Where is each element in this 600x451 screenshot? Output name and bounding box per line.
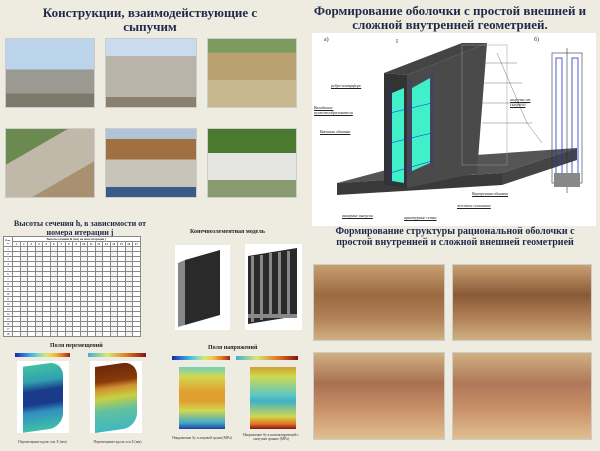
photo-slope-wall	[105, 128, 197, 198]
photo-model-3	[313, 352, 445, 440]
table-cell	[34, 331, 43, 337]
caption-displacement-x: Перемещение вдоль оси X (мм)	[18, 440, 67, 444]
table-cell	[49, 331, 58, 337]
table-row: 8	[3, 281, 141, 287]
bottom-right-title: Формирование структуры рациональной обол…	[335, 226, 575, 248]
photo-excavation	[207, 38, 297, 108]
table-cell	[124, 331, 133, 337]
table-title: Высоты сечения h, в зависимости от номер…	[13, 219, 147, 237]
label-b: б)	[534, 37, 540, 43]
table-row: 16	[3, 321, 141, 327]
stress-face-plot	[179, 367, 225, 429]
table-row: 4	[3, 261, 141, 267]
fe-model-plain	[175, 245, 230, 330]
label-load: нагрузка от сыпучего	[510, 97, 531, 107]
label-I: I	[396, 39, 398, 45]
label-anchors: анкерные выпуски	[342, 213, 373, 218]
left-title: Конструкции, взаимодействующие с сыпучим	[42, 5, 258, 35]
table-cell	[42, 331, 51, 337]
label-mesh: арматурные сетки	[404, 215, 437, 220]
label-base: жесткое основание	[457, 203, 491, 208]
table-cell	[94, 331, 103, 337]
table-cell	[79, 331, 88, 337]
label-inner-skin: Внутренняя обшивка	[472, 191, 509, 196]
photo-silos	[5, 38, 95, 108]
table-cell	[19, 331, 28, 337]
shell-diagram: а) I б) ребро-контрфорс Вкладыши-пустото…	[312, 33, 596, 226]
label-inserts: Вкладыши-пустотообразователи	[314, 105, 353, 115]
fe-title: Конечноэлементная модель	[190, 229, 265, 235]
caption-displacement-z: Перемещение вдоль оси Z (мм)	[93, 440, 142, 444]
color-scale	[15, 353, 70, 357]
label-a: а)	[324, 37, 329, 43]
caption-stress-contact: Напряжение Sy в контактирующей с сыпучим…	[243, 433, 299, 441]
table-cell	[27, 331, 36, 337]
table-cell	[109, 331, 118, 337]
photo-curved-wall	[207, 128, 297, 198]
table-cell	[12, 331, 21, 337]
color-scale	[236, 356, 298, 360]
table-cell	[102, 331, 111, 337]
iteration-table: Ном. эл.Высоты сечения hi (мм) на шаге и…	[3, 236, 141, 337]
table-row: 15	[3, 316, 141, 322]
photo-model-1	[313, 264, 445, 341]
table-row: 2	[3, 251, 141, 257]
stress-contact-plot	[250, 367, 296, 429]
photo-retaining-wall	[5, 128, 95, 198]
label-outer-skin: Внешняя обшивка	[320, 129, 351, 134]
photo-model-2	[452, 264, 592, 341]
displacement-x-plot	[17, 361, 69, 433]
stress-title: Поля напряжений	[208, 345, 258, 351]
table-cell	[117, 331, 126, 337]
label-rib: ребро-контрфорс	[331, 83, 362, 88]
color-scale	[88, 353, 146, 357]
photo-model-4	[452, 352, 592, 440]
table-row: 18	[3, 331, 141, 337]
table-cell	[87, 331, 96, 337]
table-cell	[72, 331, 81, 337]
table-cell	[132, 331, 141, 337]
table-cell	[57, 331, 66, 337]
row-number: 18	[3, 331, 13, 337]
caption-stress-face: Напряжение Sy в лицевой грани (MPa)	[172, 436, 232, 440]
table-cell	[64, 331, 73, 337]
corner-header: Ном. эл.	[3, 236, 13, 247]
displacement-title: Поля перемещений	[50, 343, 103, 349]
photo-tanks	[105, 38, 197, 108]
fe-model-ribbed	[245, 244, 302, 330]
right-title: Формирование оболочки с простой внешней …	[313, 3, 587, 33]
color-scale	[172, 356, 230, 360]
displacement-z-plot	[90, 361, 142, 433]
